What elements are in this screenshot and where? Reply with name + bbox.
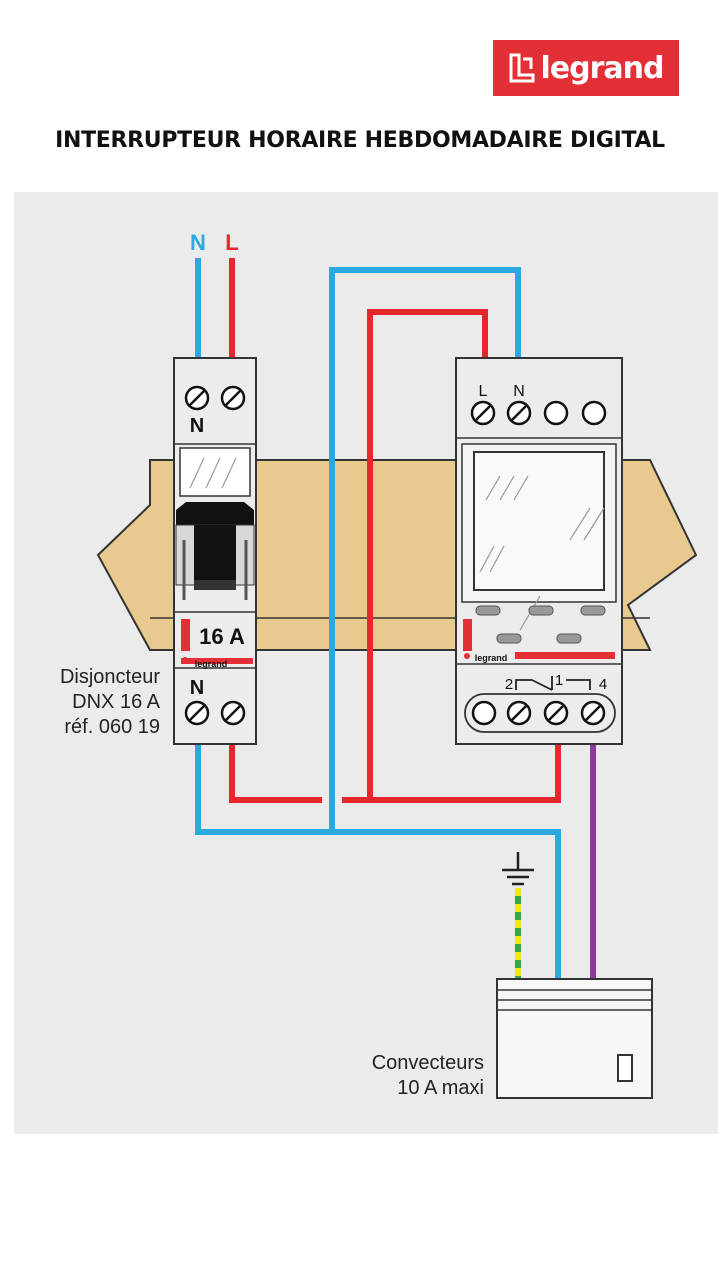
heater-control-icon: [617, 1054, 633, 1082]
supply-live-label: L: [225, 230, 238, 255]
breaker-top-screws-icon: [184, 385, 246, 411]
contact-label-2: 2: [505, 676, 513, 693]
timer-bottom-terminals-icon: [471, 700, 606, 726]
relay-contact-symbol-icon: [515, 676, 591, 691]
breaker-rating-label: 16 A: [199, 624, 245, 649]
breaker-toggle: [175, 502, 255, 600]
breaker-caption-line: réf. 060 19: [64, 716, 160, 738]
supply-neutral-label: N: [190, 230, 206, 255]
breaker-bottom-screws-icon: [184, 700, 246, 726]
digital-timer-switch: [455, 357, 623, 745]
contact-label-1: 1: [555, 672, 563, 689]
circuit-breaker: [173, 357, 257, 745]
load-caption: Convecteurs 10 A maxi: [320, 1051, 484, 1101]
wire-neutral: [195, 258, 561, 978]
wire-live: [229, 258, 561, 803]
breaker-caption-line: DNX 16 A: [72, 691, 160, 713]
load-caption-line: Convecteurs: [371, 1052, 484, 1074]
legrand-logo: legrand: [493, 40, 679, 96]
timer-top-terminals-icon: [470, 400, 607, 426]
logo-text: legrand: [540, 50, 665, 86]
breaker-caption: Disjoncteur DNX 16 A réf. 060 19: [20, 665, 160, 740]
breaker-top-terminal-label: N: [190, 415, 204, 437]
breaker-brand-label: legrand: [195, 659, 228, 669]
load-caption-line: 10 A maxi: [397, 1077, 484, 1099]
breaker-caption-line: Disjoncteur: [59, 666, 160, 688]
legrand-mark-icon: [509, 53, 534, 83]
contact-label-4: 4: [599, 676, 607, 693]
timer-terminal-label-l: L: [479, 383, 488, 400]
timer-terminal-label-n: N: [513, 383, 525, 400]
breaker-bottom-terminal-label: N: [190, 677, 204, 699]
convector-heater: [496, 978, 653, 1099]
timer-brand-label: legrand: [475, 653, 508, 663]
earth-symbol-icon: [502, 852, 534, 886]
timer-buttons: [475, 605, 606, 644]
page-title: INTERRUPTEUR HORAIRE HEBDOMADAIRE DIGITA…: [55, 128, 665, 153]
